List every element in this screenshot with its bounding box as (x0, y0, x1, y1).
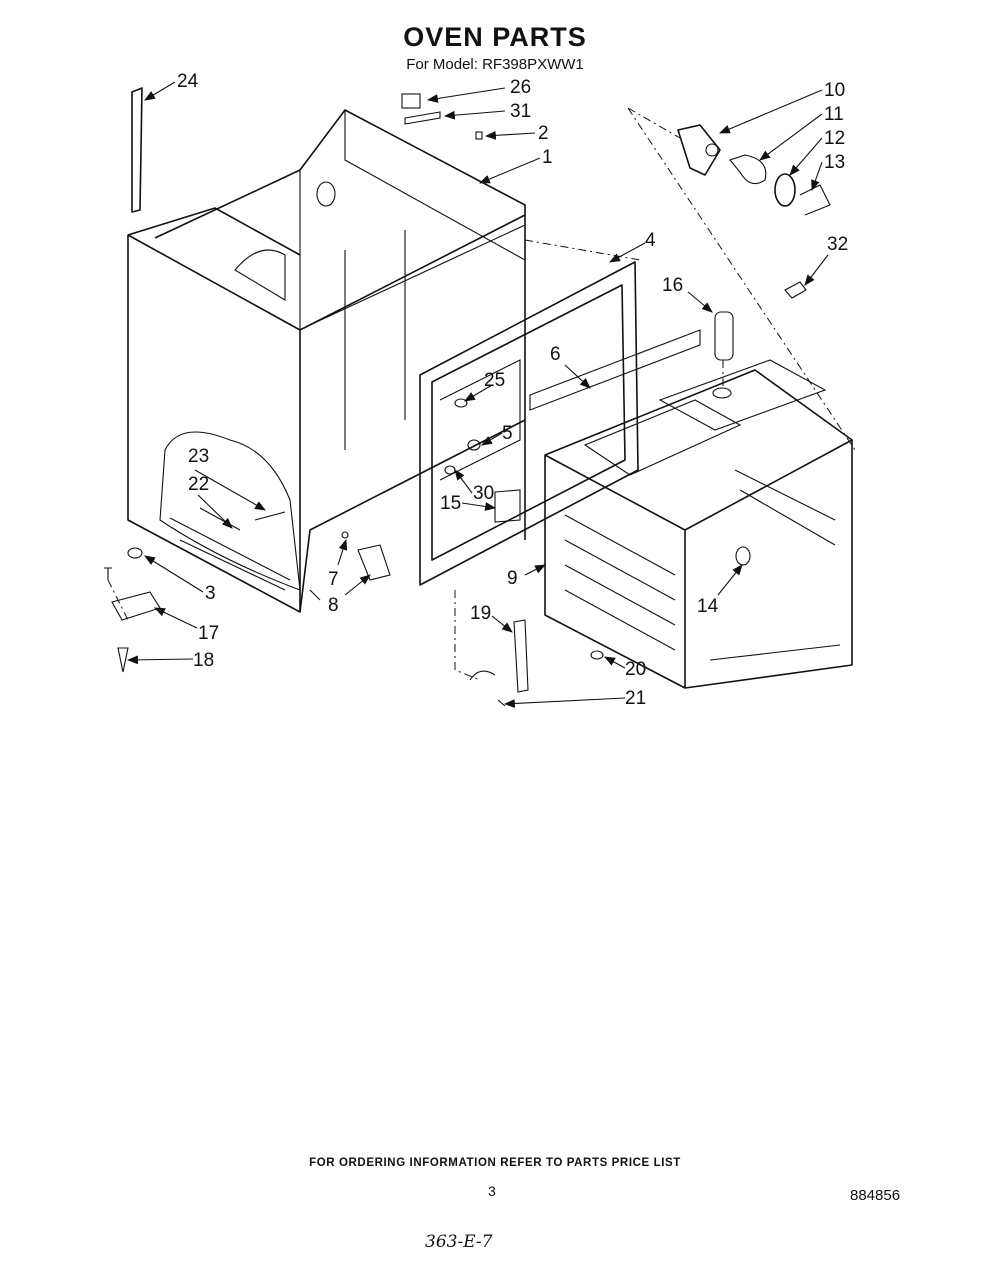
callout-22: 22 (188, 474, 209, 495)
callout-13: 13 (824, 152, 845, 173)
callout-9: 9 (507, 568, 518, 589)
document-number: 884856 (850, 1187, 901, 1204)
callout-23: 23 (188, 446, 209, 467)
callout-labels: 24 26 31 2 1 10 11 12 13 32 4 16 6 25 5 … (177, 71, 848, 709)
page-number: 3 (488, 1183, 496, 1199)
callout-leaders (126, 81, 829, 708)
callout-10: 10 (824, 80, 845, 101)
callout-12: 12 (824, 128, 845, 149)
oven-cabinet (127, 109, 526, 613)
callout-6: 6 (550, 344, 561, 365)
oven-rack (529, 311, 853, 689)
callout-26: 26 (510, 77, 531, 98)
callout-16: 16 (662, 275, 683, 296)
callout-32: 32 (827, 234, 848, 255)
callout-25: 25 (484, 370, 505, 391)
callout-5: 5 (502, 423, 513, 444)
callout-20: 20 (625, 659, 646, 680)
callout-19: 19 (470, 603, 491, 624)
callout-7: 7 (328, 569, 339, 590)
callout-1: 1 (542, 147, 553, 168)
page-title: OVEN PARTS (403, 22, 587, 52)
callout-15: 15 (440, 493, 461, 514)
oven-light-assembly (677, 124, 831, 299)
model-subtitle: For Model: RF398PXWW1 (406, 56, 584, 73)
small-parts (104, 87, 604, 707)
callout-18: 18 (193, 650, 214, 671)
callout-21: 21 (625, 688, 646, 709)
callout-2: 2 (538, 123, 549, 144)
callout-14: 14 (697, 596, 719, 617)
callout-31: 31 (510, 101, 531, 122)
callout-11: 11 (824, 104, 844, 125)
callout-24: 24 (177, 71, 199, 92)
callout-4: 4 (645, 230, 656, 251)
ordering-note: FOR ORDERING INFORMATION REFER TO PARTS … (309, 1157, 681, 1169)
assembly-guide-lines (107, 107, 856, 681)
callout-30: 30 (473, 483, 494, 504)
callout-3: 3 (205, 583, 216, 604)
callout-17: 17 (198, 623, 219, 644)
front-frame (419, 261, 639, 586)
handwritten-code: 363-E-7 (425, 1232, 493, 1252)
callout-8: 8 (328, 595, 339, 616)
